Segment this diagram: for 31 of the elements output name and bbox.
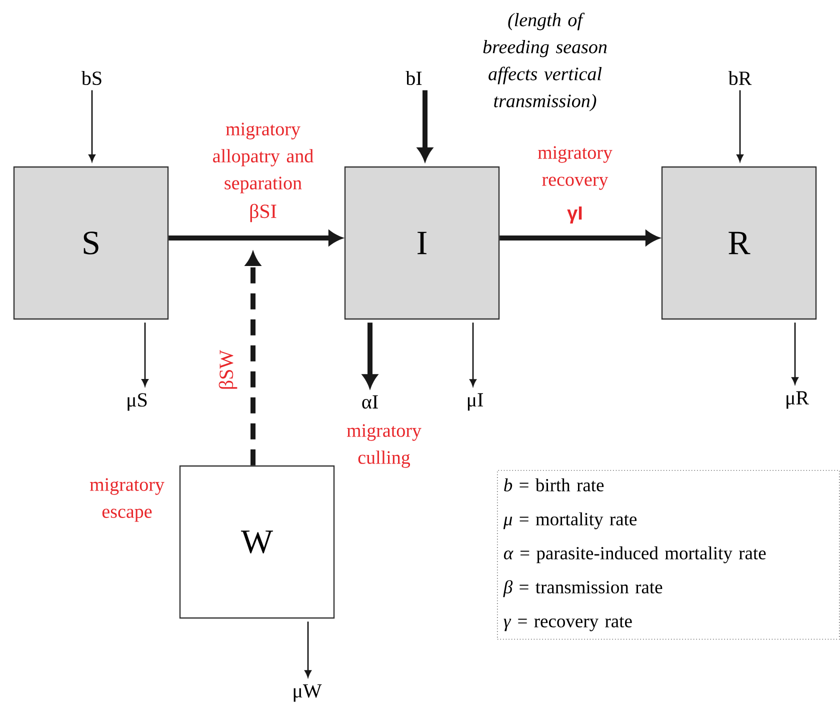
key-box: b = birth rate μ = mortality rate α = parasite-induced mortality rate β = transmission rate γ = recovery rate <box>497 470 840 640</box>
rate-text: bS <box>81 70 102 86</box>
edge-label: βSW <box>218 350 238 389</box>
arrow <box>304 622 312 678</box>
arrow <box>418 90 432 160</box>
arrow <box>500 230 658 246</box>
annotation-text: migratory allopatry and separation <box>213 122 314 194</box>
annotation-text: migratory escape <box>90 478 164 522</box>
compartment-box: W <box>179 465 335 619</box>
rate-text: bR <box>728 70 752 86</box>
rate-text: μR <box>786 391 810 409</box>
edge-label: γI <box>567 206 582 224</box>
compartment-box: S <box>13 166 169 320</box>
edge-label: βSI <box>250 204 276 222</box>
compartment-box: R <box>661 166 817 320</box>
rate-text: bI <box>406 70 422 86</box>
arrow <box>736 90 744 162</box>
arrow <box>88 90 96 162</box>
rate-text: αI <box>362 395 378 409</box>
compartment-box: I <box>344 166 500 320</box>
rate-text: μW <box>294 684 322 702</box>
arrow <box>246 252 260 466</box>
arrow <box>362 322 378 388</box>
arrow <box>792 322 798 384</box>
annotation-text: (length of breeding season affects vertical transmission) <box>483 12 607 112</box>
rate-text: μI <box>468 393 483 411</box>
arrow <box>168 230 342 246</box>
rate-text: μS <box>128 393 147 411</box>
arrow <box>142 322 148 386</box>
annotation-text: migratory culling <box>346 424 422 468</box>
arrow <box>470 322 476 386</box>
